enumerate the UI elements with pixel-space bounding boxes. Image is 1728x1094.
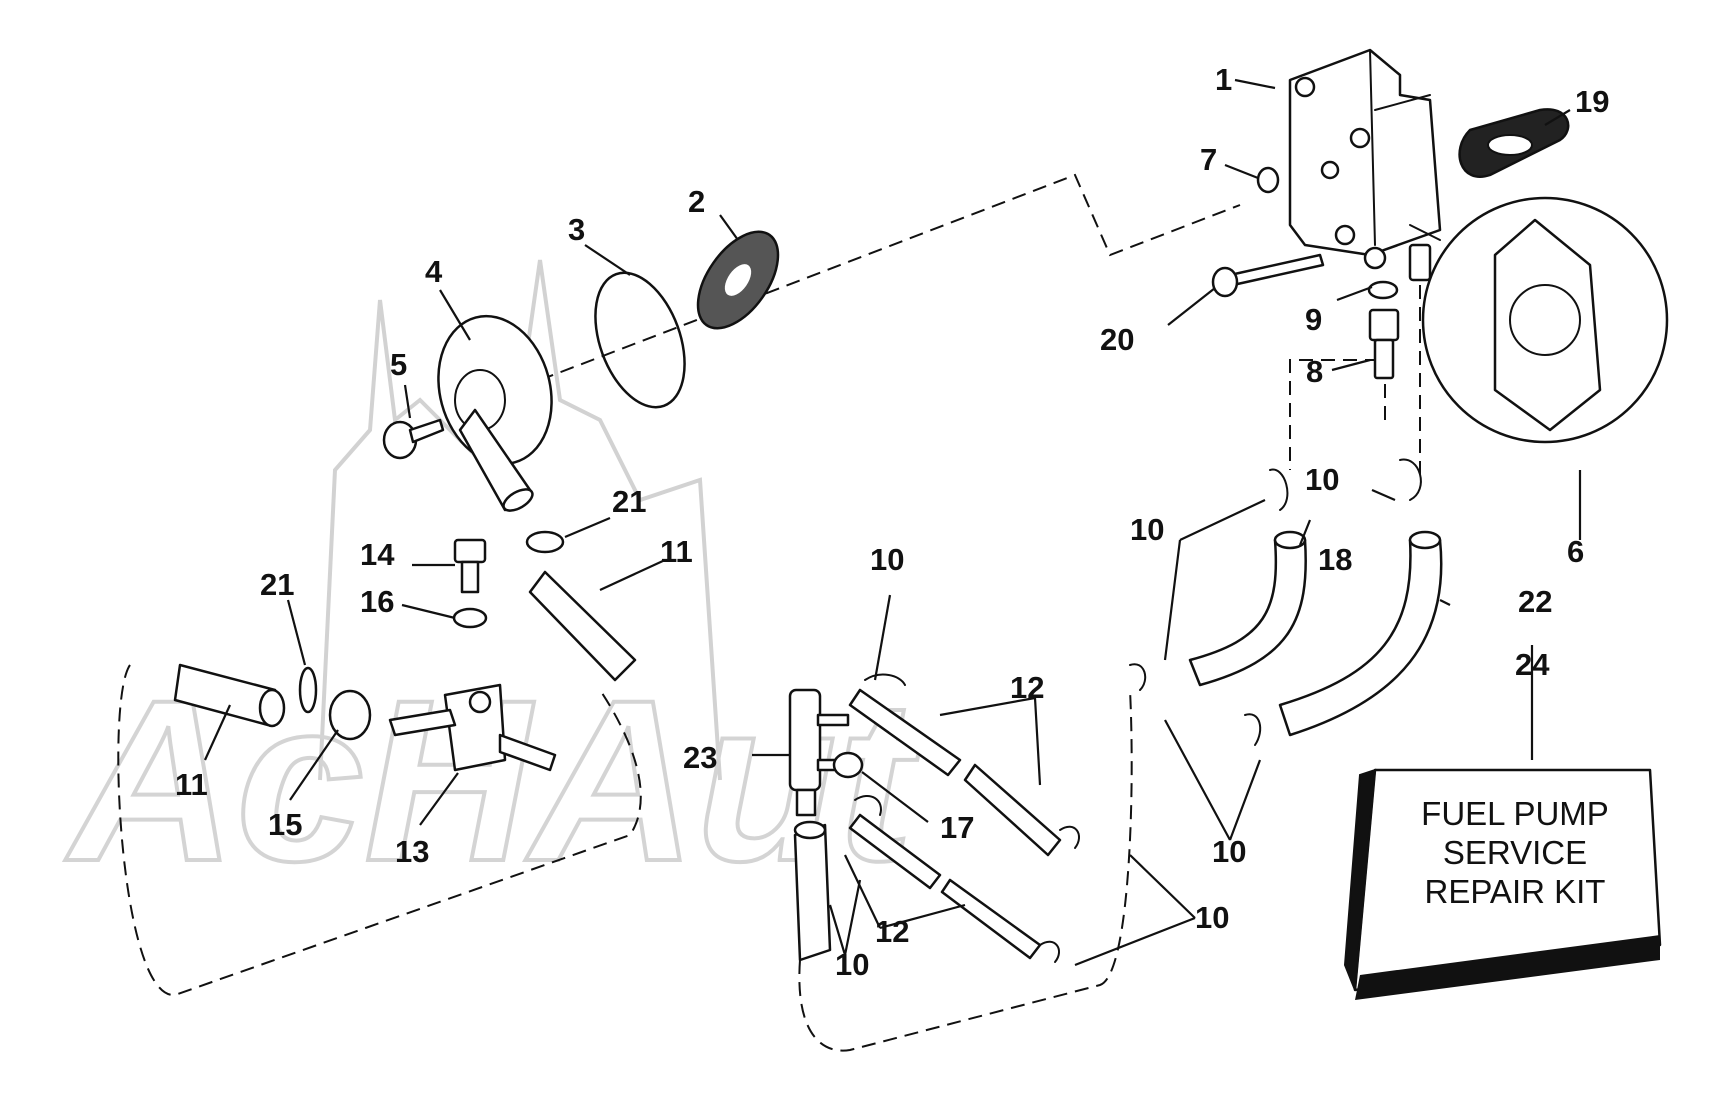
assembly-lines — [117, 173, 1421, 1052]
tee-fitting-23 — [788, 688, 850, 817]
callout-9: 9 — [1305, 302, 1322, 337]
clamps-10 — [854, 458, 1422, 963]
callout-15: 15 — [268, 807, 302, 842]
valve-13 — [388, 683, 557, 772]
gasket-ring-3 — [594, 271, 686, 409]
hose-11-right — [528, 570, 637, 682]
callout-11-left: 11 — [175, 767, 208, 802]
callout-10-lower-right-mid: 10 — [1212, 834, 1246, 869]
fuel-pump-body — [1288, 48, 1442, 282]
kit-label-line1: FUEL PUMP — [1421, 795, 1609, 832]
callout-3: 3 — [568, 212, 585, 247]
hose-22 — [1278, 530, 1443, 737]
connector-17 — [832, 751, 864, 779]
callout-7: 7 — [1200, 142, 1217, 177]
gasket-detail-inset — [1409, 196, 1669, 444]
hoses-12 — [793, 688, 1062, 962]
screw-20 — [1211, 253, 1325, 298]
callout-19: 19 — [1575, 84, 1609, 119]
callout-10-bottom: 10 — [835, 947, 869, 982]
callout-numbers: 1 19 7 2 3 4 9 20 5 8 10 21 10 6 11 14 1… — [175, 62, 1609, 982]
repair-kit-box: FUEL PUMP SERVICE REPAIR KIT — [1343, 768, 1662, 1000]
fitting-8 — [1368, 308, 1400, 380]
pump-gasket-oval — [1458, 108, 1570, 178]
callout-6: 6 — [1567, 534, 1584, 569]
washer-16 — [452, 607, 488, 629]
kit-label-line2: SERVICE — [1443, 834, 1587, 871]
callout-10-middle-top: 10 — [870, 542, 904, 577]
leader-lines — [203, 78, 1582, 967]
callout-8: 8 — [1306, 354, 1323, 389]
callout-10-upper-right: 10 — [1305, 462, 1339, 497]
screw-5 — [382, 418, 445, 460]
callout-21-lower: 21 — [260, 567, 294, 602]
callout-4: 4 — [425, 254, 443, 289]
callout-17: 17 — [940, 810, 974, 845]
o-ring-9 — [1367, 280, 1399, 300]
hose-18 — [1188, 530, 1307, 687]
clamp-21-lower — [298, 666, 318, 714]
callout-16: 16 — [360, 584, 394, 619]
callout-2: 2 — [688, 184, 705, 219]
callout-24: 24 — [1515, 647, 1550, 682]
callout-12-upper: 12 — [1010, 670, 1044, 705]
callout-1: 1 — [1215, 62, 1232, 97]
callout-5: 5 — [390, 347, 407, 382]
o-ring-7 — [1256, 166, 1280, 194]
clamp-21-upper — [525, 530, 565, 554]
callout-18: 18 — [1318, 542, 1352, 577]
filter-cover-4 — [437, 314, 553, 512]
bolt-14 — [453, 538, 487, 594]
callout-14: 14 — [360, 537, 395, 572]
hose-11-left — [173, 663, 286, 728]
callout-12-lower: 12 — [875, 914, 909, 949]
washer-15 — [328, 689, 372, 741]
callout-23: 23 — [683, 740, 717, 775]
callout-20: 20 — [1100, 322, 1134, 357]
callout-11-right: 11 — [660, 534, 693, 569]
callout-13: 13 — [395, 834, 429, 869]
callout-21-upper: 21 — [612, 484, 646, 519]
callout-22: 22 — [1518, 584, 1552, 619]
callout-10-lower-right: 10 — [1195, 900, 1229, 935]
callout-10-upper-left: 10 — [1130, 512, 1164, 547]
kit-label-line3: REPAIR KIT — [1425, 873, 1606, 910]
filter-screen-2 — [696, 230, 780, 330]
